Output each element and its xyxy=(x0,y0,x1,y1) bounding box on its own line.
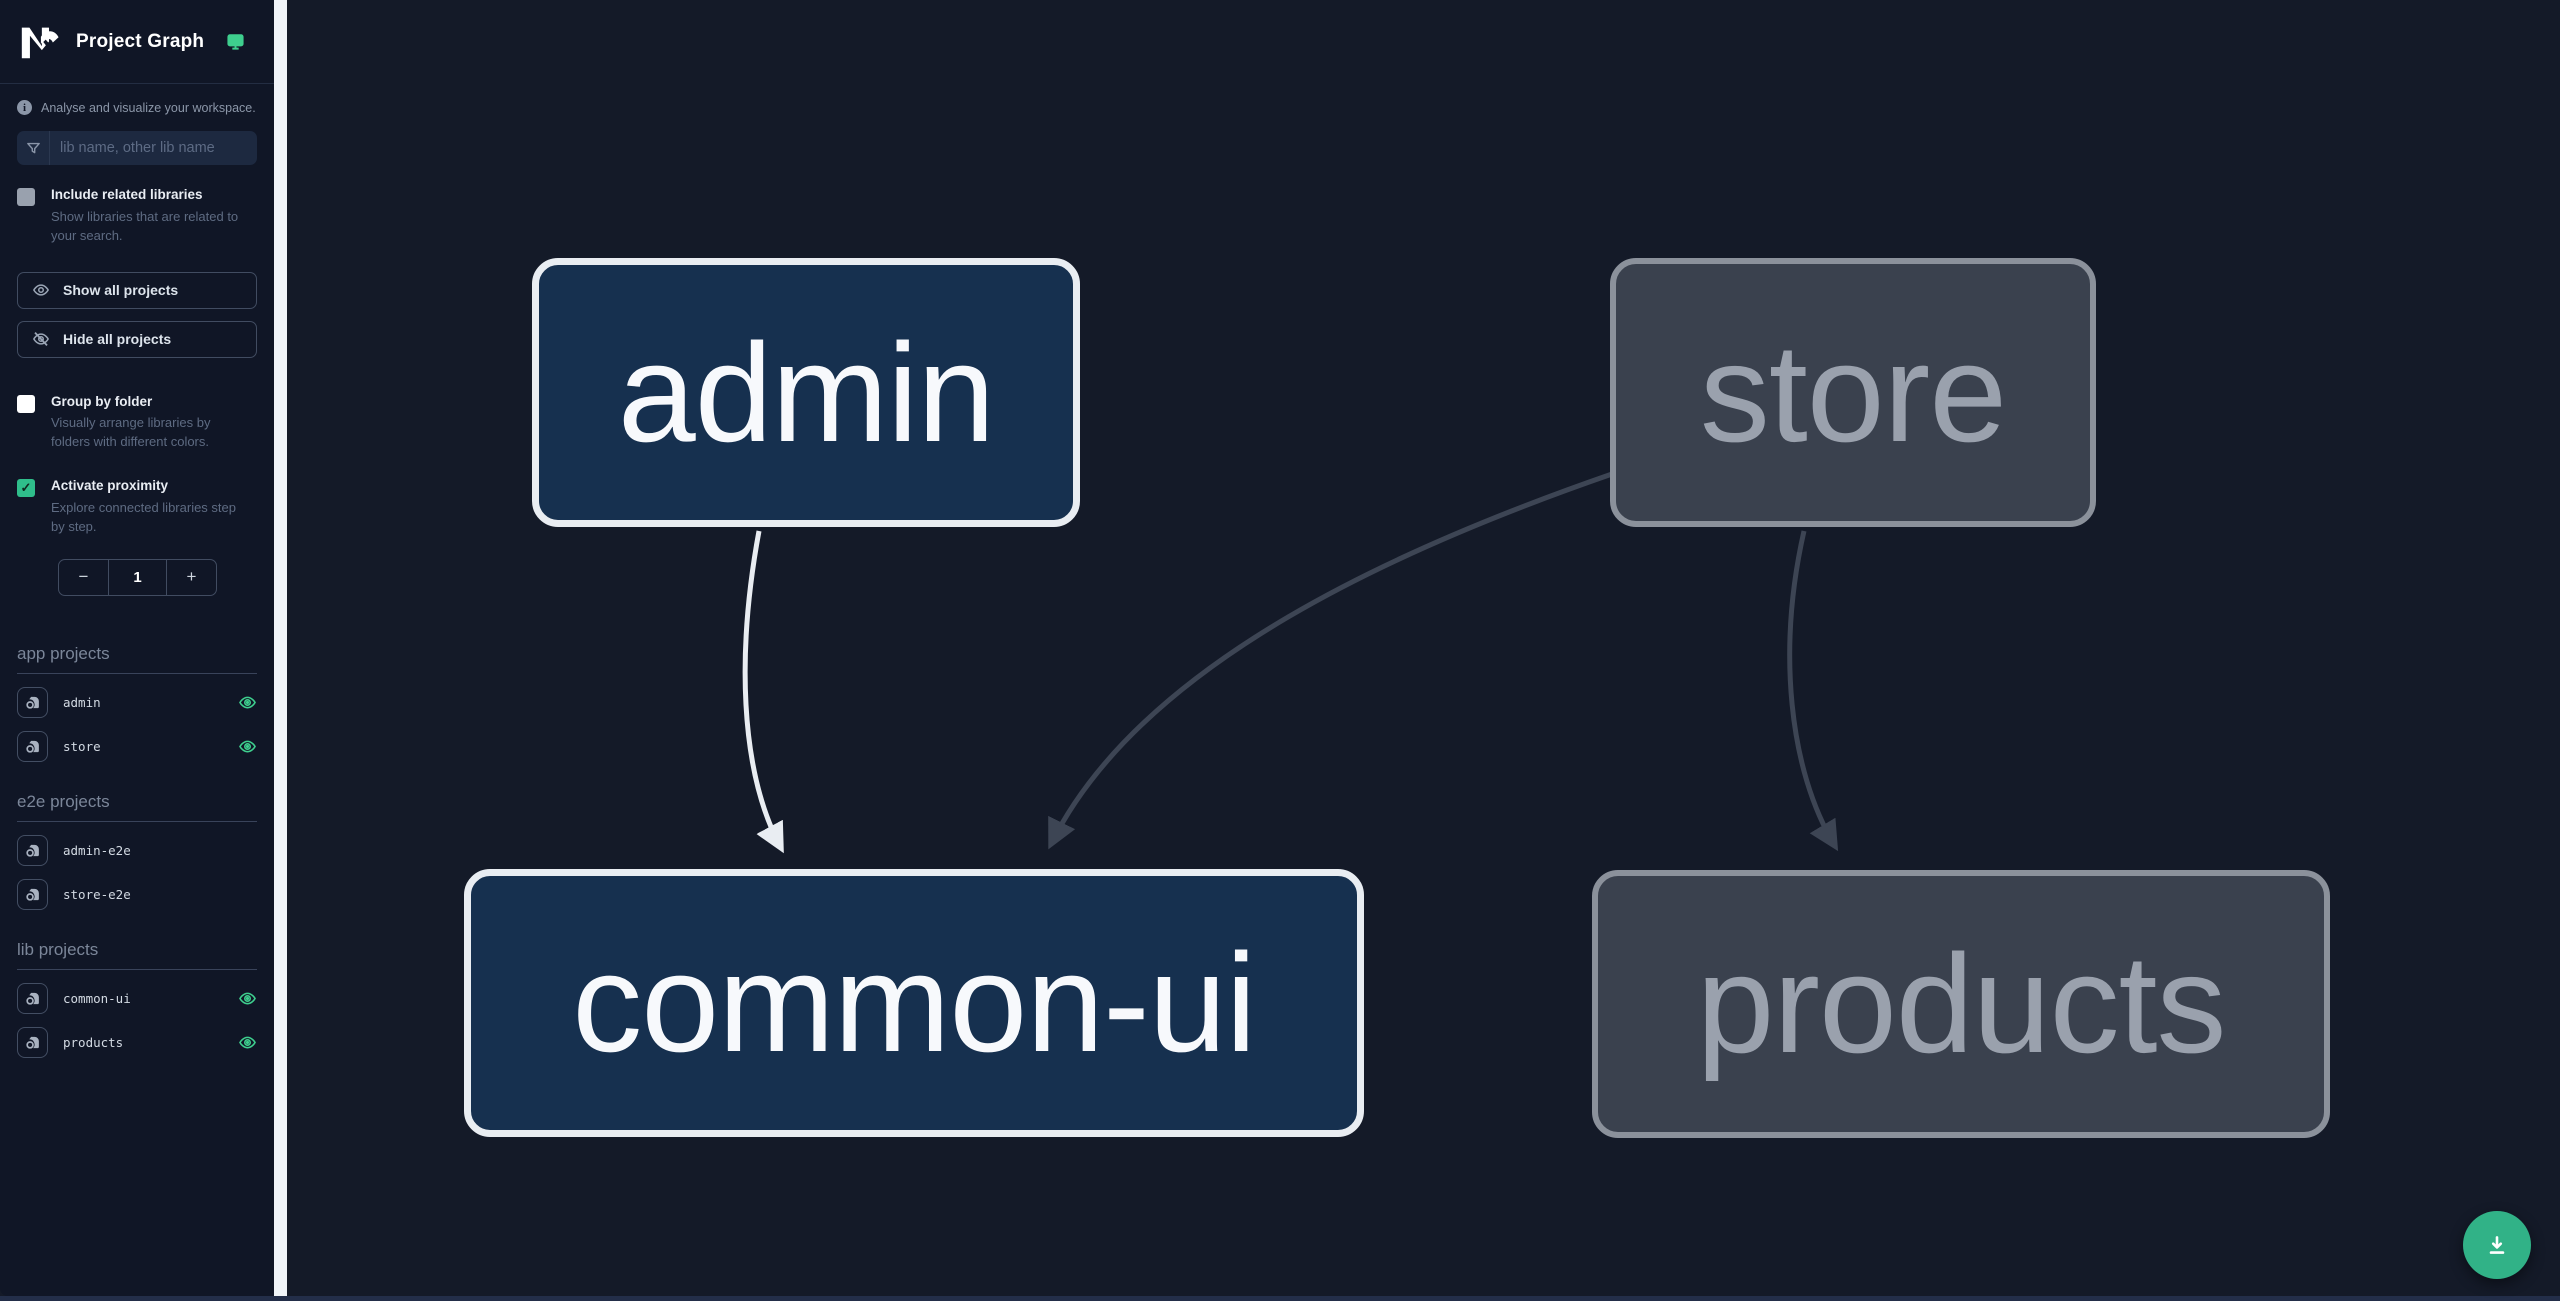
include-related-description: Show libraries that are related to your … xyxy=(51,208,239,243)
visibility-eye-icon[interactable] xyxy=(238,989,257,1008)
include-related-label: Include related libraries xyxy=(51,187,203,202)
project-name: common-ui xyxy=(63,990,131,1006)
section-header-e2e-projects: e2e projects xyxy=(17,792,257,822)
node-label: common-ui xyxy=(572,924,1256,1081)
hide-all-projects-button[interactable]: Hide all projects xyxy=(17,320,257,358)
download-icon xyxy=(2484,1232,2510,1258)
group-by-folder-description: Visually arrange libraries by folders wi… xyxy=(51,415,211,450)
focus-project-button[interactable] xyxy=(17,730,48,762)
project-name: store xyxy=(63,738,101,754)
activate-proximity-row: ✓ Activate proximity Explore connected l… xyxy=(17,478,257,537)
focus-project-button[interactable] xyxy=(17,686,48,718)
focus-project-button[interactable] xyxy=(17,834,48,866)
node-label: products xyxy=(1696,925,2227,1082)
include-related-row: Include related libraries Show libraries… xyxy=(17,187,257,246)
graph-canvas[interactable]: admin store common-ui products xyxy=(287,0,2560,1301)
edge-store-to-products[interactable] xyxy=(1787,530,1839,852)
project-name: store-e2e xyxy=(63,886,131,902)
edge-store-to-common-ui[interactable] xyxy=(1048,471,1613,850)
node-label: store xyxy=(1699,313,2007,471)
nx-logo xyxy=(21,27,59,58)
focus-project-button[interactable] xyxy=(17,878,48,910)
visibility-eye-icon[interactable] xyxy=(238,693,257,712)
project-row-products: products xyxy=(17,1026,257,1058)
node-label: admin xyxy=(617,313,995,471)
download-graph-button[interactable] xyxy=(2463,1211,2531,1279)
page-title: Project Graph xyxy=(76,30,205,52)
filter-funnel-icon xyxy=(17,131,50,165)
hide-all-projects-label: Hide all projects xyxy=(63,331,172,348)
project-row-admin: admin xyxy=(17,686,257,718)
show-all-projects-button[interactable]: Show all projects xyxy=(17,271,257,309)
project-row-common-ui: common-ui xyxy=(17,982,257,1014)
focus-project-button[interactable] xyxy=(17,1026,48,1058)
project-name: products xyxy=(63,1034,124,1050)
section-header-lib-projects: lib projects xyxy=(17,940,257,970)
monitor-icon[interactable] xyxy=(226,32,245,51)
eye-icon xyxy=(32,281,50,299)
group-by-folder-label: Group by folder xyxy=(51,393,153,409)
group-by-folder-row: Group by folder Visually arrange librari… xyxy=(17,394,257,453)
proximity-value: 1 xyxy=(108,559,167,595)
graph-node-store[interactable]: store xyxy=(1610,258,2096,527)
activate-proximity-description: Explore connected libraries step by step… xyxy=(51,500,236,534)
graph-node-common-ui[interactable]: common-ui xyxy=(464,869,1364,1137)
horizontal-scrollbar-track[interactable] xyxy=(0,1296,2560,1301)
library-search-input[interactable] xyxy=(50,131,257,165)
sidebar-header: Project Graph xyxy=(0,0,274,84)
graph-node-products[interactable]: products xyxy=(1592,870,2330,1138)
sidebar-resize-handle[interactable] xyxy=(274,0,287,1296)
sidebar: Project Graph i Analyse and visualize yo… xyxy=(0,0,274,1296)
activate-proximity-label: Activate proximity xyxy=(51,478,169,494)
search-box xyxy=(17,131,257,165)
project-name: admin-e2e xyxy=(63,842,131,858)
info-icon: i xyxy=(17,100,32,115)
proximity-decrement-button[interactable]: − xyxy=(59,560,108,595)
tagline-text: Analyse and visualize your workspace. xyxy=(41,100,256,115)
visibility-eye-icon[interactable] xyxy=(238,737,257,756)
include-related-checkbox[interactable] xyxy=(17,188,35,206)
edges-layer xyxy=(742,471,1839,854)
proximity-increment-button[interactable]: + xyxy=(167,560,216,595)
group-by-folder-checkbox[interactable] xyxy=(17,394,35,413)
section-header-app-projects: app projects xyxy=(17,644,257,674)
project-row-admin-e2e: admin-e2e xyxy=(17,834,257,866)
graph-node-admin[interactable]: admin xyxy=(532,258,1080,527)
proximity-stepper: − 1 + xyxy=(58,558,217,596)
project-name: admin xyxy=(63,694,101,710)
project-row-store-e2e: store-e2e xyxy=(17,878,257,910)
sidebar-body: i Analyse and visualize your workspace. … xyxy=(0,100,274,1058)
show-all-projects-label: Show all projects xyxy=(63,282,179,299)
activate-proximity-checkbox[interactable]: ✓ xyxy=(17,479,35,498)
focus-project-button[interactable] xyxy=(17,982,48,1014)
project-row-store: store xyxy=(17,730,257,762)
edge-admin-to-common-ui[interactable] xyxy=(742,530,784,854)
eye-off-icon xyxy=(32,330,50,348)
workspace-tagline: i Analyse and visualize your workspace. xyxy=(17,100,257,115)
visibility-eye-icon[interactable] xyxy=(238,1033,257,1052)
